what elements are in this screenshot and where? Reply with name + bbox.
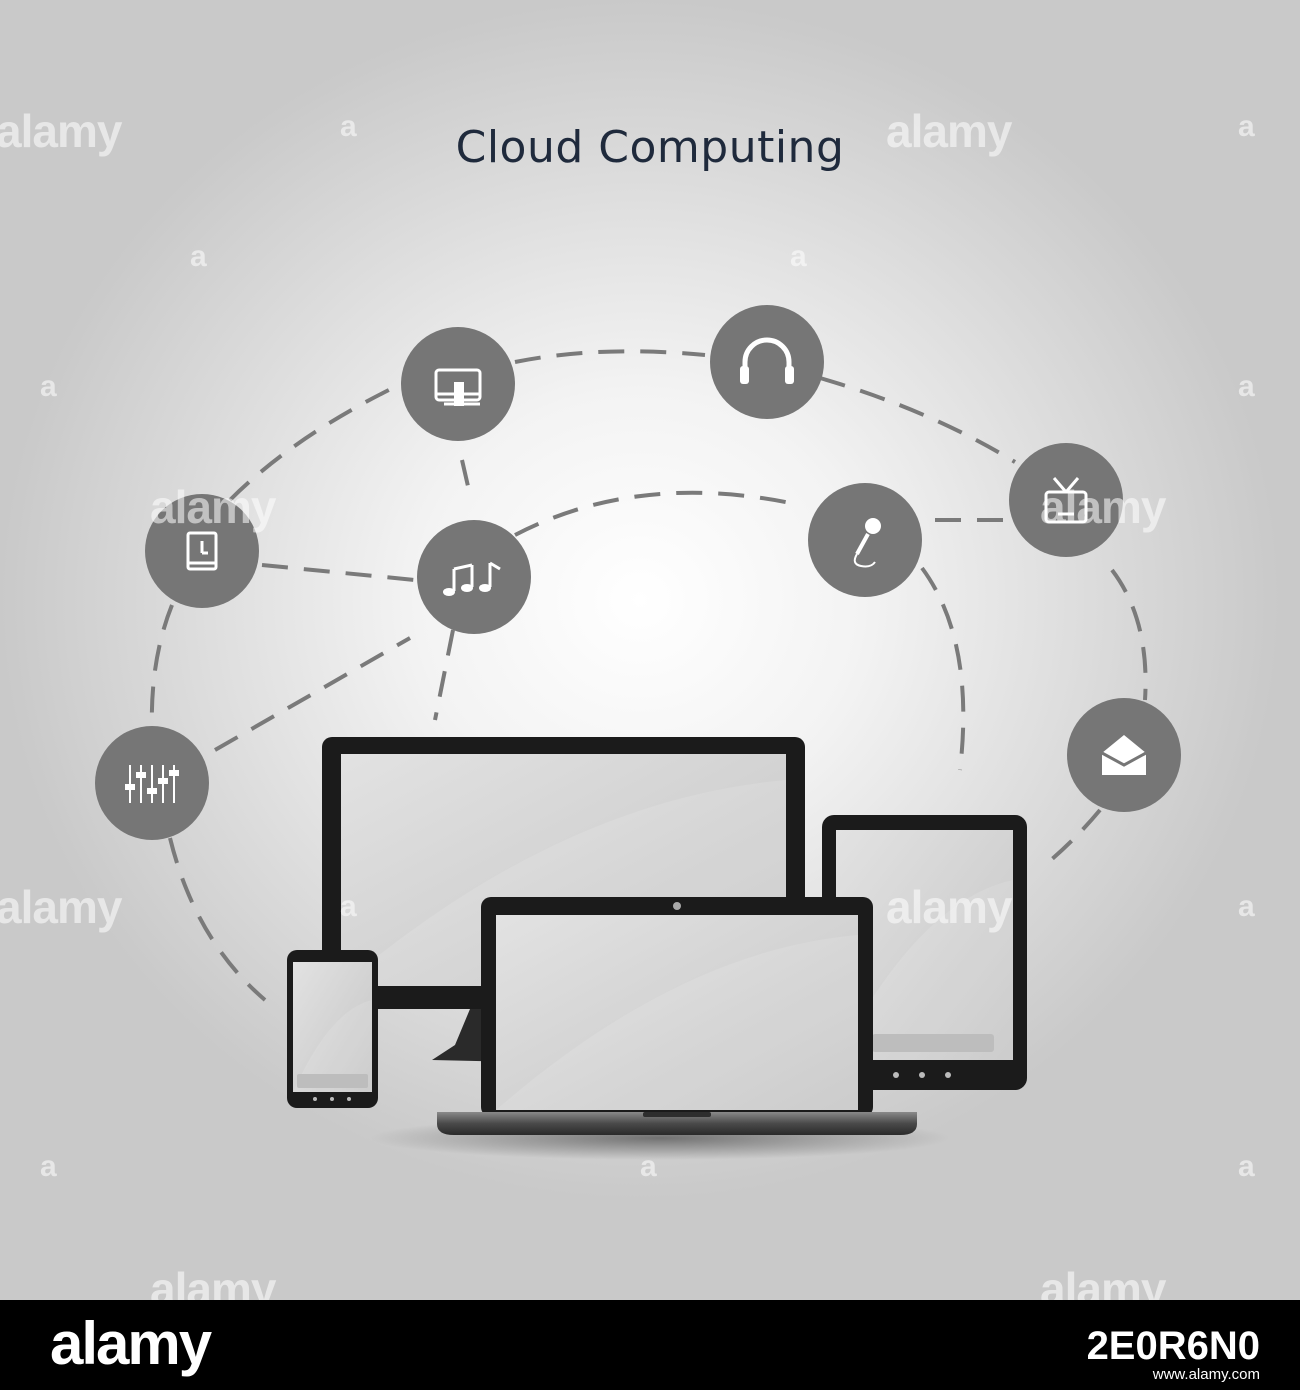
watermark: alamy	[150, 481, 276, 533]
cloud-scene	[95, 305, 1181, 1160]
node-mail	[1067, 698, 1181, 812]
footer-bar: alamy 2E0R6N0 www.alamy.com	[0, 1300, 1300, 1390]
connection-lines	[149, 349, 1148, 1002]
node-equalizer	[95, 726, 209, 840]
watermark-mark: a	[340, 890, 357, 923]
link-tv-mail	[1110, 568, 1148, 701]
headphones-icon	[740, 337, 794, 384]
projector-icon	[434, 368, 482, 406]
watermark-mark: a	[1238, 370, 1255, 403]
equalizer-icon	[125, 765, 179, 803]
link-headphones-tv	[819, 376, 1017, 464]
watermark-mark: a	[190, 240, 207, 273]
node-clock	[145, 494, 259, 608]
link-eq-phone	[168, 837, 267, 1002]
watermark-mark: a	[1238, 890, 1255, 923]
watermark: alamy	[886, 105, 1012, 157]
watermark-mark: a	[40, 1150, 57, 1183]
tablet	[822, 815, 1027, 1090]
node-headphones	[710, 305, 824, 419]
microphone-icon	[853, 518, 881, 568]
image-id: 2E0R6N0	[1086, 1324, 1260, 1368]
watermark: alamy	[1040, 1263, 1166, 1300]
watermark: alamy	[0, 105, 122, 157]
arc-outer	[228, 373, 421, 502]
watermark-mark: a	[40, 370, 57, 403]
watermark: alamy	[886, 881, 1012, 933]
link-music-down	[433, 629, 455, 721]
footer-logo: alamy	[50, 1310, 212, 1377]
node-tv	[1009, 443, 1123, 557]
watermark-mark: a	[1238, 110, 1255, 143]
watermark-mark: a	[1238, 1150, 1255, 1183]
link-clock-music	[261, 563, 416, 582]
link-clock-eq	[149, 604, 174, 731]
watermark-mark: a	[790, 240, 807, 273]
page-title: Cloud Computing	[455, 122, 845, 173]
watermark-mark: a	[340, 110, 357, 143]
illustration: Cloud Computing alamy alamy alamy alamy …	[0, 0, 1300, 1300]
link-projector-headphones	[514, 349, 706, 364]
link-eq-music	[214, 636, 411, 752]
link-projector-music	[460, 459, 472, 496]
tv-icon	[1044, 477, 1088, 524]
mail-icon	[1101, 735, 1147, 775]
smartphone	[287, 950, 378, 1108]
footer-url: www.alamy.com	[1152, 1366, 1260, 1383]
music-notes-icon	[443, 561, 501, 596]
clock-icon	[186, 531, 218, 571]
link-mail-tablet	[1043, 808, 1102, 867]
node-microphone	[808, 483, 922, 597]
link-mic-down	[920, 566, 966, 771]
node-music	[417, 520, 531, 634]
laptop	[437, 897, 917, 1135]
watermark: alamy	[1040, 481, 1166, 533]
watermark-mark: a	[640, 1150, 657, 1183]
watermark: alamy	[150, 1263, 276, 1300]
arc-inner	[514, 490, 801, 537]
node-projector	[401, 327, 515, 441]
watermark: alamy	[0, 881, 122, 933]
